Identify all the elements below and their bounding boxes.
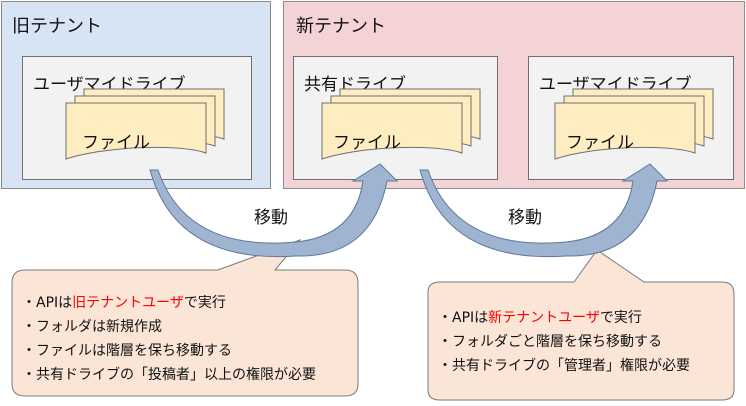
file-label-shared: ファイル [333, 133, 401, 153]
move-arrow-1 [149, 163, 399, 258]
move-label-2: 移動 [508, 208, 542, 228]
callout-right-line-3: ・共有ドライブの「管理者」権限が必要 [438, 358, 690, 374]
callout-left-shape [11, 238, 359, 397]
callout-left-line-3: ・ファイルは階層を保ち移動する [22, 343, 232, 359]
old-tenant-title: 旧テナント [12, 16, 102, 37]
callout-left-line-2: ・フォルダは新規作成 [22, 319, 162, 335]
move-arrow-2 [419, 163, 669, 258]
callout-right-line-1: ・APIは新テナントユーザで実行 [438, 310, 642, 326]
move-label-1: 移動 [254, 208, 288, 228]
file-label-old: ファイル [82, 133, 150, 153]
callout-right-line-2: ・フォルダごと階層を保ち移動する [438, 334, 662, 350]
callout-right-highlight: 新テナントユーザ [488, 310, 600, 326]
new-tenant-title: 新テナント [296, 16, 386, 37]
file-label-new: ファイル [566, 133, 634, 153]
callout-left-line-4: ・共有ドライブの「投稿者」以上の権限が必要 [22, 367, 316, 383]
callout-left-highlight: 旧テナントユーザ [72, 295, 184, 311]
callout-right-shape [427, 249, 735, 401]
callout-left-line-1: ・APIは旧テナントユーザで実行 [22, 295, 226, 311]
